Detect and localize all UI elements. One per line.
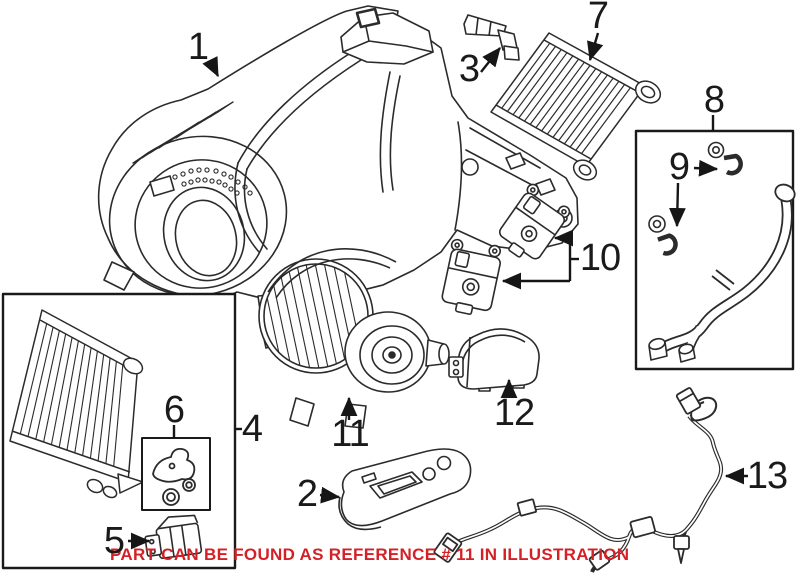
part-13-harness-drawing [433,387,724,573]
part-2-bracket-drawing [338,448,472,531]
callout-9: 9 [668,146,690,188]
part-7-heater-core-drawing [490,32,662,181]
callout-4: 4 [241,408,263,450]
callout-7: 7 [587,0,609,37]
callout-12: 12 [493,392,535,434]
callout-5: 5 [103,520,125,562]
callout-10: 10 [579,237,621,279]
part-3-sensor-drawing [463,14,520,61]
part-11-blower-motor-drawing [258,248,450,429]
callout-13: 13 [746,455,788,497]
part-4-evaporator-box-drawing [1,292,237,570]
callout-1: 1 [187,26,209,68]
notice-text: PART CAN BE FOUND AS REFERENCE # 11 IN I… [110,545,630,564]
part-1-hvac-housing-drawing [97,5,579,311]
callout-3: 3 [458,48,480,90]
callout-2: 2 [296,473,318,515]
callout-6: 6 [163,389,185,431]
part-8-hose-box-drawing [634,129,796,371]
callout-8: 8 [703,79,725,121]
part-12-module-drawing [448,328,540,392]
callout-leader-lines [128,32,748,550]
part-10-actuators-drawing [441,183,571,315]
callout-11: 11 [331,413,369,455]
